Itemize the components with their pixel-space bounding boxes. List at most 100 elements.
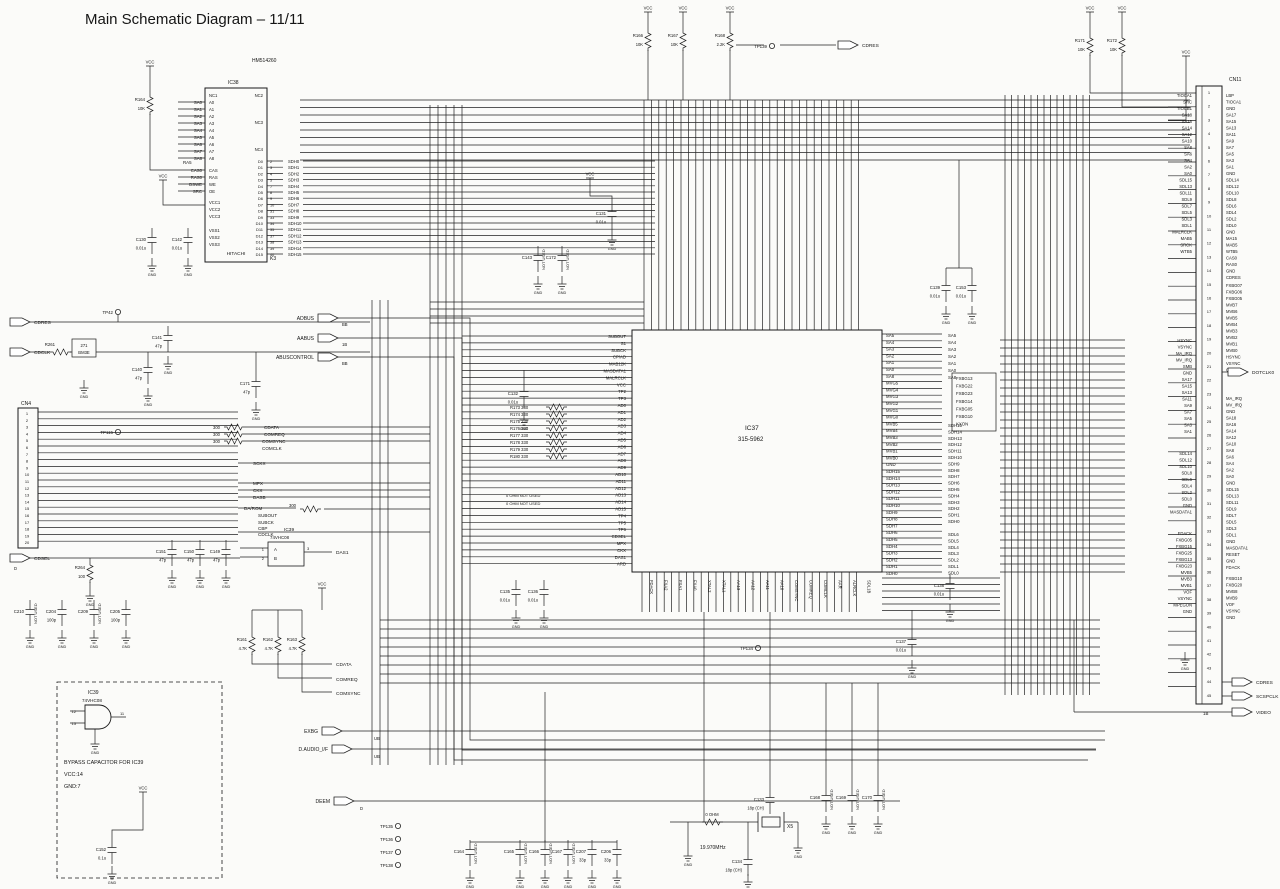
pin-label: MVB1 — [1181, 583, 1193, 588]
gnd-symbol — [107, 866, 117, 880]
gnd-label: GND — [520, 427, 529, 431]
gnd-symbol — [511, 610, 521, 624]
pin-label: FXBG07 — [1226, 283, 1243, 288]
pin-label: SA11 — [1182, 397, 1193, 402]
pin-label: SDL2 — [1182, 490, 1193, 495]
pin-label: MAB5 — [1226, 243, 1238, 248]
pin-label: SA3 — [1184, 423, 1193, 428]
vcc-label: VCC — [586, 172, 595, 177]
testpoint — [115, 308, 122, 315]
cn4-outline — [17, 407, 39, 549]
pin-label: KXON — [956, 422, 968, 427]
pin-label: MVG4 — [886, 387, 899, 392]
pin-label: SDL6 — [1182, 477, 1193, 482]
resistor — [679, 30, 687, 51]
pin-label: LBP — [1226, 93, 1234, 98]
pin-label: 5 — [1208, 145, 1211, 150]
pin-label: GND — [1183, 371, 1192, 376]
pin-label: 38 — [270, 241, 274, 245]
capacitor-value: 0.01u — [930, 294, 940, 299]
signal-flag — [9, 347, 31, 357]
pin-label: 34 — [1207, 542, 1212, 547]
pin-label: FXBG20 — [1226, 583, 1243, 588]
pin-label: TP6 — [618, 527, 626, 532]
capacitor — [539, 580, 549, 606]
pin-label: SDL1B — [867, 580, 872, 593]
capacitor — [511, 580, 521, 606]
gnd-label: GND — [26, 645, 35, 649]
capacitor-value: 0.01u — [896, 648, 906, 653]
pin-label: NC1 — [209, 93, 218, 98]
pin-label: SDL13 — [1179, 184, 1192, 189]
pin-label: R178 330 — [510, 440, 529, 445]
signal-label: CDRES — [34, 320, 51, 326]
pin-label: SDH14 — [288, 246, 302, 251]
capacitor-ref: C150 — [184, 549, 195, 554]
gnd-symbol — [1180, 652, 1190, 666]
pin-label: D4 — [258, 184, 264, 189]
pin-label: SA17 — [1226, 113, 1237, 118]
capacitor — [251, 372, 261, 398]
pin-label: MALRCLK — [606, 375, 626, 380]
pin-label: AD15 — [615, 507, 626, 512]
pin-label: TIOCA1 — [1177, 93, 1193, 98]
pin-label: SDH15 — [948, 423, 962, 428]
resistor-ref: R264 — [75, 565, 86, 570]
pin-label: 6 — [1208, 159, 1211, 164]
gnd-label: GND — [184, 273, 193, 277]
capacitor-note: NOT USED — [33, 603, 38, 624]
pin-label: SDL11 — [1226, 500, 1239, 505]
signal-tag: D — [360, 806, 363, 811]
pin-label: NC4 — [255, 147, 264, 152]
vcc-symbol — [726, 11, 734, 20]
signal-flag — [9, 317, 31, 327]
pin-label: 45 — [1207, 693, 1212, 698]
gnd-symbol — [743, 874, 753, 888]
capacitor-ref: C141 — [152, 335, 163, 340]
pin-label: DSWE — [189, 182, 202, 187]
resistor — [726, 30, 734, 51]
pin-label: AD7 — [618, 451, 627, 456]
pin-label: GND — [1226, 106, 1235, 111]
pin-label: FXBG23 — [1176, 564, 1193, 569]
net-label: COMSYNC — [336, 691, 361, 697]
pin-label: SA1 — [194, 107, 203, 112]
signal-tag: UB — [374, 736, 380, 741]
pin-label: 28 — [1207, 460, 1212, 465]
pin-label: SDH2 — [886, 557, 898, 562]
resistor — [546, 452, 567, 460]
net-label: 300 — [213, 439, 221, 444]
resistor — [546, 431, 567, 439]
pin-label: D13 — [256, 240, 264, 245]
resistor-ref: R163 — [287, 637, 298, 642]
pin-label: SDH15 — [288, 252, 302, 257]
pin-label: MASDATA1 — [1170, 510, 1193, 515]
crystal-body — [761, 816, 781, 828]
pin-label: R174 330 — [510, 412, 529, 417]
pin-label: VSYNC — [1178, 596, 1192, 601]
pin-label: FXBG05 — [1226, 296, 1243, 301]
cn11-label: CN11 — [1229, 77, 1242, 83]
pin-label: 3 — [1208, 117, 1211, 122]
net-label: 11 — [120, 711, 125, 716]
capacitor-ref: C171 — [240, 381, 251, 386]
pin-label: SRCK — [1180, 243, 1192, 248]
net-label: 1 — [262, 547, 265, 552]
pin-label: 39 — [1207, 611, 1212, 616]
pin-label: 44 — [1207, 679, 1212, 684]
gnd-symbol — [195, 570, 205, 584]
pin-label: 4 — [1208, 131, 1211, 136]
pin-label: D12 — [256, 233, 264, 238]
pin-label: R175 330 — [510, 419, 529, 424]
gnd-symbol — [587, 870, 597, 884]
gnd-label: GND — [540, 625, 549, 629]
capacitor-ref: C172 — [546, 255, 557, 260]
wire-run-top — [149, 20, 836, 206]
gnd-symbol — [183, 258, 193, 272]
signal-flag — [837, 40, 859, 50]
gnd-label: GND — [196, 585, 205, 589]
pin-label: 25 — [1207, 419, 1212, 424]
pin-label: 19 — [25, 533, 30, 538]
pin-label: SA7 — [1226, 145, 1235, 150]
pin-label: MPEGON — [1173, 603, 1192, 608]
